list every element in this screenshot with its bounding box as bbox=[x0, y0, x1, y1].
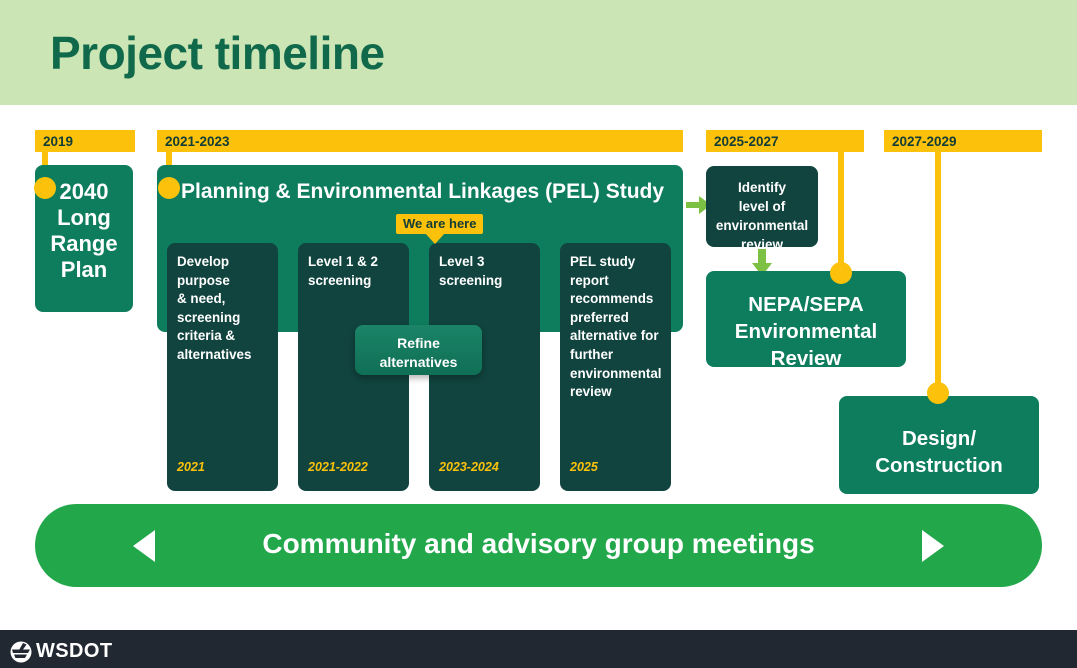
arrow-right-icon bbox=[686, 196, 711, 214]
step-develop-purpose[interactable]: Develop purpose & need, screening criter… bbox=[167, 243, 278, 491]
pel-study-title: Planning & Environmental Linkages (PEL) … bbox=[181, 180, 665, 203]
step-pel-study-report-year: 2025 bbox=[570, 460, 598, 474]
left-triangle-icon bbox=[133, 530, 155, 562]
wsdot-circle-logo-icon bbox=[10, 641, 32, 662]
refine-alternatives-label: Refine alternatives bbox=[379, 335, 458, 370]
we-are-here-callout: We are here bbox=[396, 214, 484, 234]
connector-dot-pel-study bbox=[158, 177, 180, 199]
box-refine-alternatives[interactable]: Refine alternatives bbox=[355, 325, 482, 375]
date-label-2021-2023: 2021-2023 bbox=[157, 130, 683, 152]
community-meetings-banner[interactable]: Community and advisory group meetings bbox=[35, 504, 1042, 587]
community-meetings-label: Community and advisory group meetings bbox=[262, 528, 815, 559]
step-develop-purpose-text: Develop purpose & need, screening criter… bbox=[177, 254, 252, 362]
design-construction-label: Design/ Construction bbox=[875, 427, 1003, 477]
connector-line-2027-2029 bbox=[935, 152, 941, 392]
box-design-construction[interactable]: Design/ Construction bbox=[839, 396, 1039, 494]
step-pel-study-report[interactable]: PEL study report recommends preferred al… bbox=[560, 243, 671, 491]
wsdot-logo: WSDOT bbox=[10, 640, 112, 663]
date-label-2025-2027: 2025-2027 bbox=[706, 130, 864, 152]
step-level-3-screening-year: 2023-2024 bbox=[439, 460, 499, 474]
step-level-1-2-screening-year: 2021-2022 bbox=[308, 460, 368, 474]
identify-level-label: Identify level of environmental review bbox=[715, 180, 809, 252]
box-nepa-sepa-environmental-review[interactable]: NEPA/SEPA Environmental Review bbox=[706, 271, 906, 370]
date-label-2027-2029: 2027-2029 bbox=[884, 130, 1042, 152]
wsdot-wordmark: WSDOT bbox=[36, 640, 113, 662]
nepa-sepa-label: NEPA/SEPA Environmental Review bbox=[734, 293, 878, 370]
right-triangle-icon bbox=[922, 530, 944, 562]
long-range-plan-label: 2040 Long Range Plan bbox=[50, 179, 118, 282]
connector-dot-design-construction bbox=[927, 382, 949, 404]
step-level-3-screening-text: Level 3 screening bbox=[439, 254, 503, 288]
connector-line-2025-2027 bbox=[838, 152, 844, 282]
footer-bar bbox=[0, 630, 1077, 668]
connector-dot-2040-long-range-plan bbox=[34, 177, 56, 199]
date-label-2019: 2019 bbox=[35, 130, 135, 152]
header-band bbox=[0, 0, 1077, 105]
arrow-down-icon bbox=[752, 249, 772, 276]
step-pel-study-report-text: PEL study report recommends preferred al… bbox=[570, 254, 662, 400]
step-level-1-2-screening-text: Level 1 & 2 screening bbox=[308, 254, 378, 288]
we-are-here-pointer-icon bbox=[425, 233, 445, 244]
box-identify-level-of-environmental-review[interactable]: Identify level of environmental review bbox=[706, 166, 818, 252]
page-title: Project timeline bbox=[50, 27, 385, 79]
connector-dot-nepa-sepa bbox=[830, 262, 852, 284]
step-develop-purpose-year: 2021 bbox=[177, 460, 205, 474]
